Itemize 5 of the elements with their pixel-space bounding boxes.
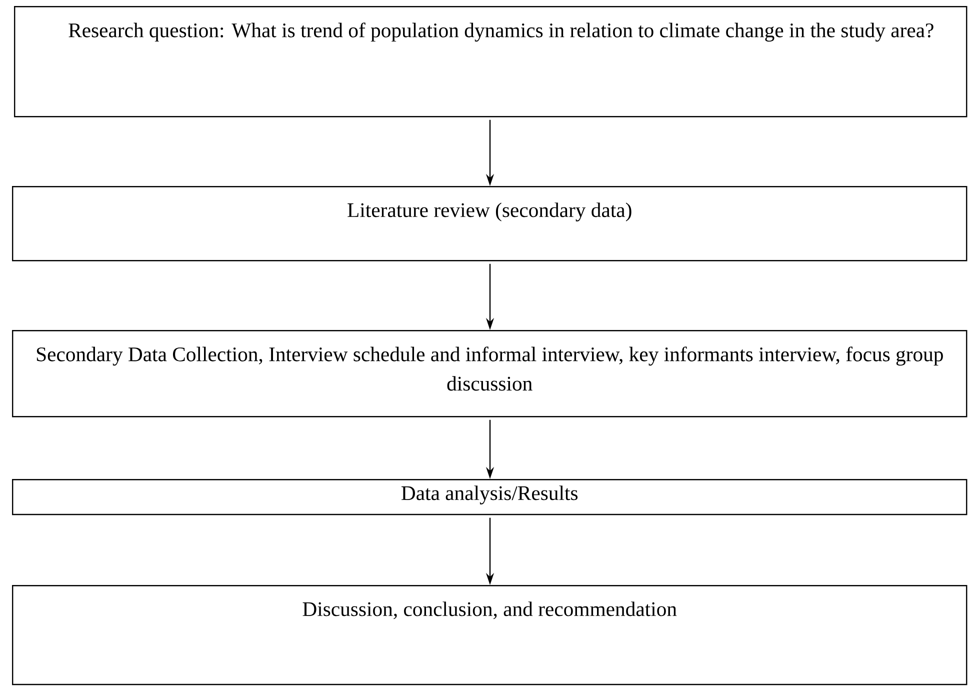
process-box: Research question: What is trend of population dynamics in relation to climate change in the study area? <box>14 6 968 118</box>
process-box: Secondary Data Collection, Interview schedule and informal interview, key informants interview, focus group discussion <box>12 330 968 418</box>
process-box: Data analysis/Results <box>12 479 968 516</box>
process-box: Literature review (secondary data) <box>12 186 968 262</box>
process-box: Discussion, conclusion, and recommendation <box>12 585 968 686</box>
